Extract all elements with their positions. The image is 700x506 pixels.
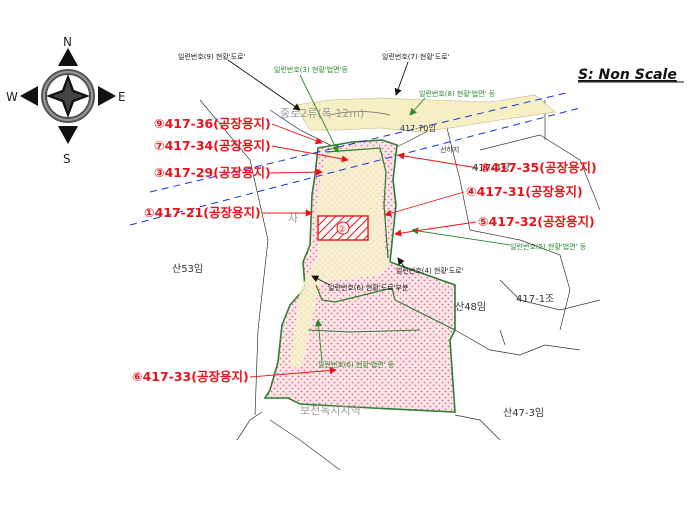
red-leaders: [249, 123, 479, 378]
lot-label-5: ⑤417-32(공장용지): [478, 214, 595, 229]
compass-e: E: [118, 90, 126, 104]
note-slope-3: 일련번호(3) 현황'법면'등: [274, 65, 349, 74]
inner-road-edge: [325, 147, 389, 259]
note-slope-8: 일련번호(8) 현황'법면' 등: [419, 89, 496, 98]
text-lot-417-4: 417-4장: [472, 162, 510, 174]
inner-road-edge-3: [307, 329, 421, 333]
compass-s: S: [63, 152, 71, 166]
compass-east-arrow: [98, 86, 116, 106]
black-leaders: [227, 59, 409, 286]
survey-lines: [129, 91, 581, 226]
faint-sa-label: 사: [288, 212, 298, 225]
lot-label-7: ⑦417-34(공장용지): [154, 138, 271, 153]
building-marker-label: ②: [338, 225, 346, 235]
lot-label-4: ④417-31(공장용지): [466, 184, 583, 199]
compass-west-arrow: [20, 86, 38, 106]
lot-label-8: ⑧417-35(공장용지): [480, 160, 597, 175]
lot-label-3: ③417-29(공장용지): [154, 165, 271, 180]
compass-w: W: [6, 90, 18, 104]
lot-label-6: ⑥417-33(공장용지): [132, 369, 249, 384]
note-road-4: 일련번호(4) 현황'도로': [396, 266, 464, 275]
text-mountain-47-3: 산47-3임: [503, 406, 544, 419]
text-mountain-48: 산48임: [455, 300, 486, 313]
note-slope-6: 일련번호(6) 현황'법면' 등: [318, 360, 395, 369]
compass-south-arrow: [58, 126, 78, 144]
inner-road-edge-2: [315, 284, 456, 331]
lot-label-1: ①417-21(공장용지): [144, 205, 261, 220]
faint-bottom-label: 선하지: [440, 145, 459, 154]
building-marker: [336, 221, 350, 235]
compass-rose: [20, 48, 116, 144]
note-road-6: 일련번호(6) 현황'도로'부분: [328, 283, 409, 292]
faint-road-label: 중로2류(폭 12m): [280, 107, 364, 120]
road-curve: [329, 111, 391, 116]
inner-road: [290, 146, 390, 370]
lot-label-9: ⑨417-36(공장용지): [154, 116, 271, 131]
note-road-7: 일련번호(7) 현황'도로': [382, 52, 450, 61]
text-mountain-53: 산53임: [172, 262, 203, 275]
compass-n: N: [63, 35, 72, 49]
green-leaders: [299, 74, 511, 363]
text-lot-417-70: 417-70임: [400, 124, 436, 133]
note-slope-5: 일련번호(5) 현황'법면' 등: [510, 242, 587, 251]
compass-north-arrow: [58, 48, 78, 66]
scale-note: S: Non Scale: [578, 67, 677, 83]
note-road-9: 일련번호(9) 현황'도로': [178, 52, 246, 61]
text-lot-417-1: 417-1조: [516, 294, 554, 305]
road-band: [294, 94, 556, 133]
faint-zone-label: 보전녹지지역: [300, 404, 361, 417]
